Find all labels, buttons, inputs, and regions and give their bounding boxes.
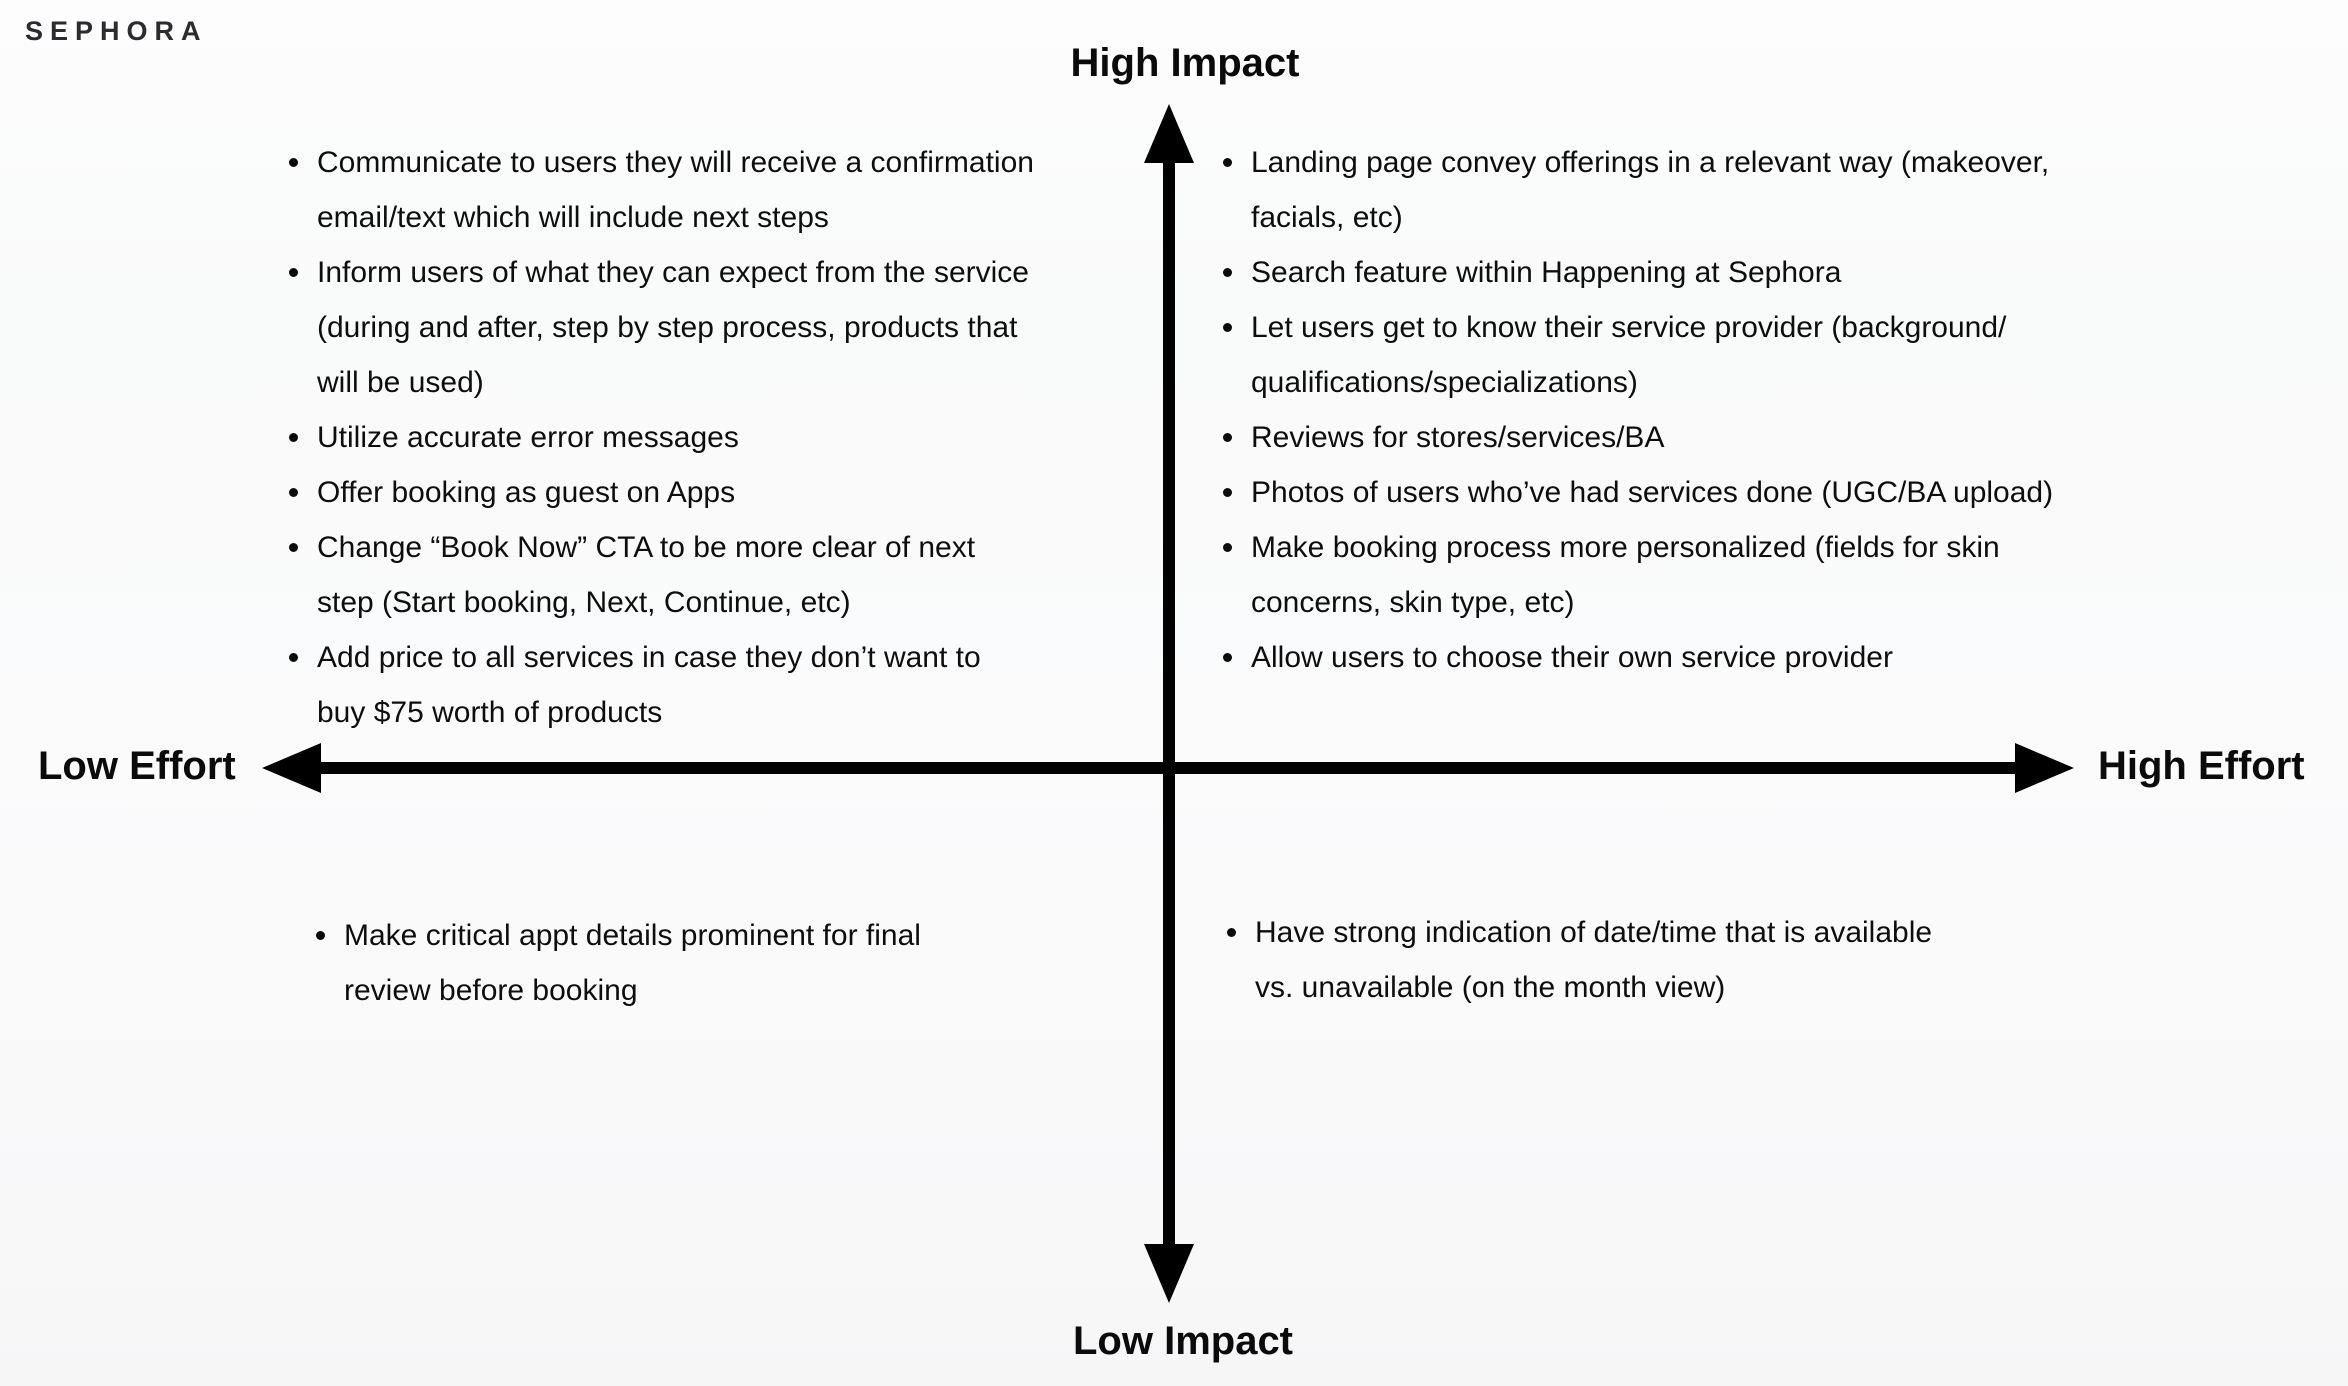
list-item: Utilize accurate error messages xyxy=(288,410,1188,465)
list-item: Make critical appt details prominent for… xyxy=(315,908,1115,1018)
arrow-left-icon xyxy=(262,743,321,793)
list-item: Communicate to users they will receive a… xyxy=(288,135,1188,245)
quadrant-high-impact-high-effort: Landing page convey offerings in a relev… xyxy=(1222,135,2232,685)
list-item: Have strong indication of date/time that… xyxy=(1226,905,2186,1015)
quadrant-low-impact-high-effort: Have strong indication of date/time that… xyxy=(1226,905,2186,1015)
arrow-right-icon xyxy=(2015,743,2074,793)
quadrant-high-impact-low-effort: Communicate to users they will receive a… xyxy=(288,135,1188,740)
axis-label-low-effort: Low Effort xyxy=(38,744,236,788)
list-item: Change “Book Now” CTA to be more clear o… xyxy=(288,520,1188,630)
axis-label-high-effort: High Effort xyxy=(2098,744,2305,788)
list-item: Photos of users who’ve had services done… xyxy=(1222,465,2232,520)
list-item: Let users get to know their service prov… xyxy=(1222,300,2232,410)
list-item: Add price to all services in case they d… xyxy=(288,630,1188,740)
axis-label-low-impact: Low Impact xyxy=(1072,1319,1294,1363)
list-item: Make booking process more personalized (… xyxy=(1222,520,2232,630)
sephora-logo: SEPHORA xyxy=(25,16,208,46)
list-item: Landing page convey offerings in a relev… xyxy=(1222,135,2232,245)
quadrant-low-impact-low-effort: Make critical appt details prominent for… xyxy=(315,908,1115,1018)
list-item: Offer booking as guest on Apps xyxy=(288,465,1188,520)
list-item: Search feature within Happening at Sepho… xyxy=(1222,245,2232,300)
axis-label-high-impact: High Impact xyxy=(1070,41,1300,85)
list-item: Allow users to choose their own service … xyxy=(1222,630,2232,685)
arrow-down-icon xyxy=(1144,1244,1194,1303)
list-item: Inform users of what they can expect fro… xyxy=(288,245,1188,410)
list-item: Reviews for stores/services/BA xyxy=(1222,410,2232,465)
